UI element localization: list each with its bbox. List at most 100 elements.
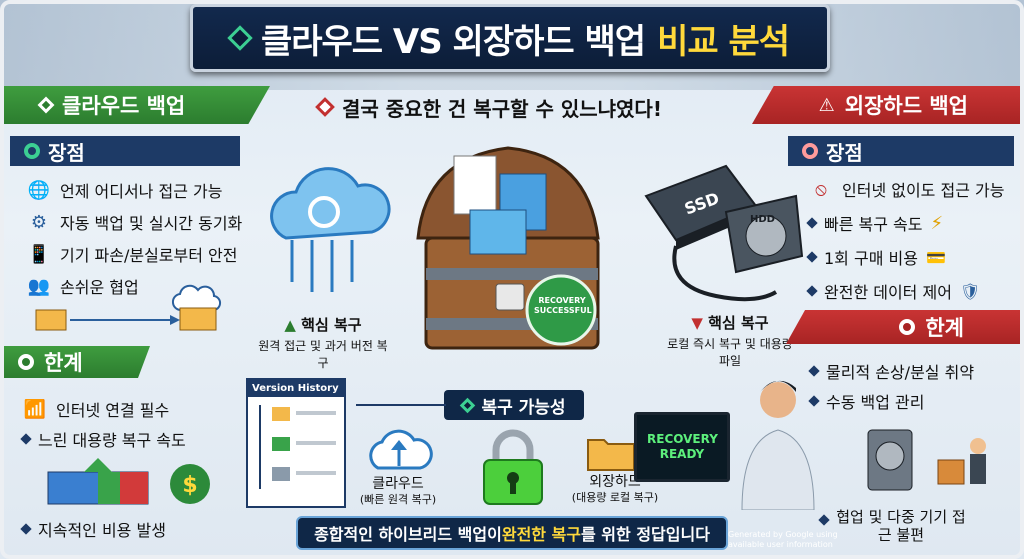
cloud-sub-label: (빠른 원격 복구) bbox=[359, 493, 437, 506]
monitor-screen-text: RECOVERY READY bbox=[647, 432, 718, 461]
list-item: 물리적 손상/분실 취약 bbox=[808, 356, 1010, 386]
list-item-text: 자동 백업 및 실시간 동기화 bbox=[60, 214, 243, 233]
folder-illustration bbox=[586, 432, 636, 472]
folder-graphic bbox=[587, 439, 635, 471]
collaboration-illustration bbox=[30, 278, 270, 338]
recovery-possible-text: 복구 가능성 bbox=[481, 397, 566, 418]
svg-text:$: $ bbox=[182, 473, 197, 498]
list-item-text: 인터넷 연결 필수 bbox=[56, 401, 170, 420]
banner-highlight: 비교 분석 bbox=[657, 21, 790, 62]
list-item-text: 언제 어디서나 접근 가능 bbox=[60, 182, 223, 201]
phone-icon: 📱 bbox=[27, 243, 51, 265]
ring-icon bbox=[802, 143, 818, 159]
hdd-core-title-text: 핵심 복구 bbox=[708, 314, 769, 332]
cloud-header: 클라우드 백업 bbox=[0, 86, 270, 124]
broken-drive-graphic bbox=[867, 429, 986, 491]
list-item-text: 수동 백업 관리 bbox=[826, 393, 925, 412]
cloud-upload-illustration bbox=[364, 424, 434, 474]
collaboration-graphic bbox=[35, 284, 222, 331]
cloud-cons-list: 📶 인터넷 연결 필수 느린 대용량 복구 속도 bbox=[20, 394, 272, 454]
gear-icon: ⚙ bbox=[30, 211, 48, 233]
cloud-label: 클라우드 bbox=[372, 476, 424, 492]
bullet-icon bbox=[818, 514, 830, 526]
drives-illustration: SSD HDD bbox=[636, 156, 806, 306]
list-item-text: 완전한 데이터 제어 bbox=[824, 283, 952, 302]
cloud-upload-graphic bbox=[369, 429, 433, 470]
hdd-cons-last: 협업 및 다중 기기 접근 불편 bbox=[818, 508, 970, 544]
list-item-text: 기기 파손/분실로부터 안전 bbox=[60, 246, 238, 265]
hdd-drive-label: HDD bbox=[750, 214, 775, 225]
wifi-off-icon: 📶 bbox=[23, 398, 47, 420]
slow-transfer-illustration: $ bbox=[40, 454, 220, 510]
cloud-core-title-text: 핵심 복구 bbox=[301, 316, 362, 334]
cloud-pros-header-label: 장점 bbox=[48, 140, 85, 165]
conclusion-pre: 종합적인 하이브리드 백업이 bbox=[314, 525, 502, 544]
list-item-text: 인터넷 없이도 접근 가능 bbox=[842, 181, 1005, 200]
list-item-text: 물리적 손상/분실 취약 bbox=[826, 363, 975, 382]
cloud-recovery-label: 클라우드 (빠른 원격 복구) bbox=[348, 476, 448, 508]
list-item: 수동 백업 관리 bbox=[808, 386, 1010, 416]
list-item-text: 1회 구매 비용 bbox=[824, 249, 918, 268]
users-icon: 👥 bbox=[27, 275, 51, 297]
list-item: 느린 대용량 복구 속도 bbox=[20, 424, 272, 454]
list-item: 📶 인터넷 연결 필수 bbox=[22, 394, 272, 424]
ring-icon bbox=[899, 319, 916, 335]
list-item: 1회 구매 비용 💳 bbox=[806, 240, 1020, 274]
hdd-core-desc: 로컬 즉시 복구 및 대용량 파일 bbox=[667, 337, 793, 368]
diamond-icon bbox=[460, 397, 476, 413]
list-item: ⚙ 자동 백업 및 실시간 동기화 bbox=[26, 206, 286, 238]
hdd-label: 외장하드 bbox=[589, 474, 641, 490]
warning-icon: ⚠ bbox=[818, 94, 835, 116]
question-line: 결국 중요한 건 복구할 수 있느냐였다! bbox=[315, 92, 738, 122]
up-triangle-icon: ▲ bbox=[284, 316, 296, 334]
conclusion-post: 를 위한 정답입니다 bbox=[581, 525, 710, 544]
hdd-header-label: 외장하드 백업 bbox=[844, 94, 968, 118]
list-item-text: 지속적인 비용 발생 bbox=[38, 521, 166, 540]
version-history-panel: Version History bbox=[246, 378, 346, 508]
hdd-sub-label: (대용량 로컬 복구) bbox=[571, 491, 659, 504]
title-banner: 클라우드 VS 외장하드 백업 비교 분석 bbox=[190, 4, 830, 72]
hdd-recovery-label: 외장하드 (대용량 로컬 복구) bbox=[560, 474, 670, 506]
version-history-title: Version History bbox=[248, 380, 344, 397]
diamond-icon bbox=[37, 96, 55, 114]
recovery-possible-label: 복구 가능성 bbox=[444, 390, 584, 420]
conclusion-highlight: 완전한 복구 bbox=[501, 525, 582, 544]
recovery-arrow bbox=[356, 404, 446, 406]
diamond-icon bbox=[227, 25, 253, 51]
lock-illustration bbox=[478, 424, 548, 508]
shield-icon: 🛡 bbox=[959, 281, 981, 301]
treasure-chest-illustration: RECOVERY SUCCESSFUL bbox=[396, 128, 616, 356]
bullet-icon bbox=[806, 285, 818, 297]
cloud-core-title: ▲ 핵심 복구 bbox=[258, 314, 388, 335]
slow-transfer-graphic: $ bbox=[47, 458, 210, 505]
person-graphic bbox=[741, 380, 815, 511]
diamond-icon bbox=[315, 97, 335, 117]
ring-icon bbox=[24, 143, 40, 159]
list-item: 빠른 복구 속도 ⚡ bbox=[806, 206, 1020, 240]
cloud-core-recovery: ▲ 핵심 복구 원격 접근 및 과거 버전 복구 bbox=[258, 314, 388, 371]
list-item: ⦸ 인터넷 없이도 접근 가능 bbox=[808, 172, 1020, 206]
broken-drive-illustration bbox=[864, 420, 1004, 500]
monitor: RECOVERY READY bbox=[634, 412, 730, 482]
bullet-icon bbox=[806, 251, 818, 263]
hdd-pros-header: 장점 bbox=[788, 136, 1014, 166]
cloud-graphic bbox=[270, 167, 391, 292]
cloud-pros-header: 장점 bbox=[10, 136, 240, 166]
list-item-text: 빠른 복구 속도 bbox=[824, 215, 923, 234]
list-item: 완전한 데이터 제어 🛡 bbox=[806, 274, 1020, 308]
cloud-cons-header: 한계 bbox=[0, 346, 150, 378]
hdd-core-title: ▼ 핵심 복구 bbox=[662, 312, 798, 333]
cloud-pros-list: 🌐 언제 어디서나 접근 가능 ⚙ 자동 백업 및 실시간 동기화 📱 기기 파… bbox=[26, 174, 286, 302]
hdd-core-recovery: ▼ 핵심 복구 로컬 즉시 복구 및 대용량 파일 bbox=[662, 312, 798, 369]
list-item: 👥 손쉬운 협업 bbox=[26, 270, 286, 302]
cloud-core-desc: 원격 접근 및 과거 버전 복구 bbox=[258, 339, 388, 370]
lightning-icon: ⚡ bbox=[930, 212, 944, 234]
cloud-cons-header-label: 한계 bbox=[44, 351, 83, 375]
hdd-cons-list: 물리적 손상/분실 취약 수동 백업 관리 bbox=[808, 356, 1010, 416]
recovery-badge: RECOVERY SUCCESSFUL bbox=[534, 296, 592, 315]
list-item: 지속적인 비용 발생 bbox=[20, 514, 166, 544]
globe-icon: 🌐 bbox=[27, 179, 51, 201]
hdd-header: ⚠ 외장하드 백업 bbox=[752, 86, 1024, 124]
list-item: 🌐 언제 어디서나 접근 가능 bbox=[26, 174, 286, 206]
